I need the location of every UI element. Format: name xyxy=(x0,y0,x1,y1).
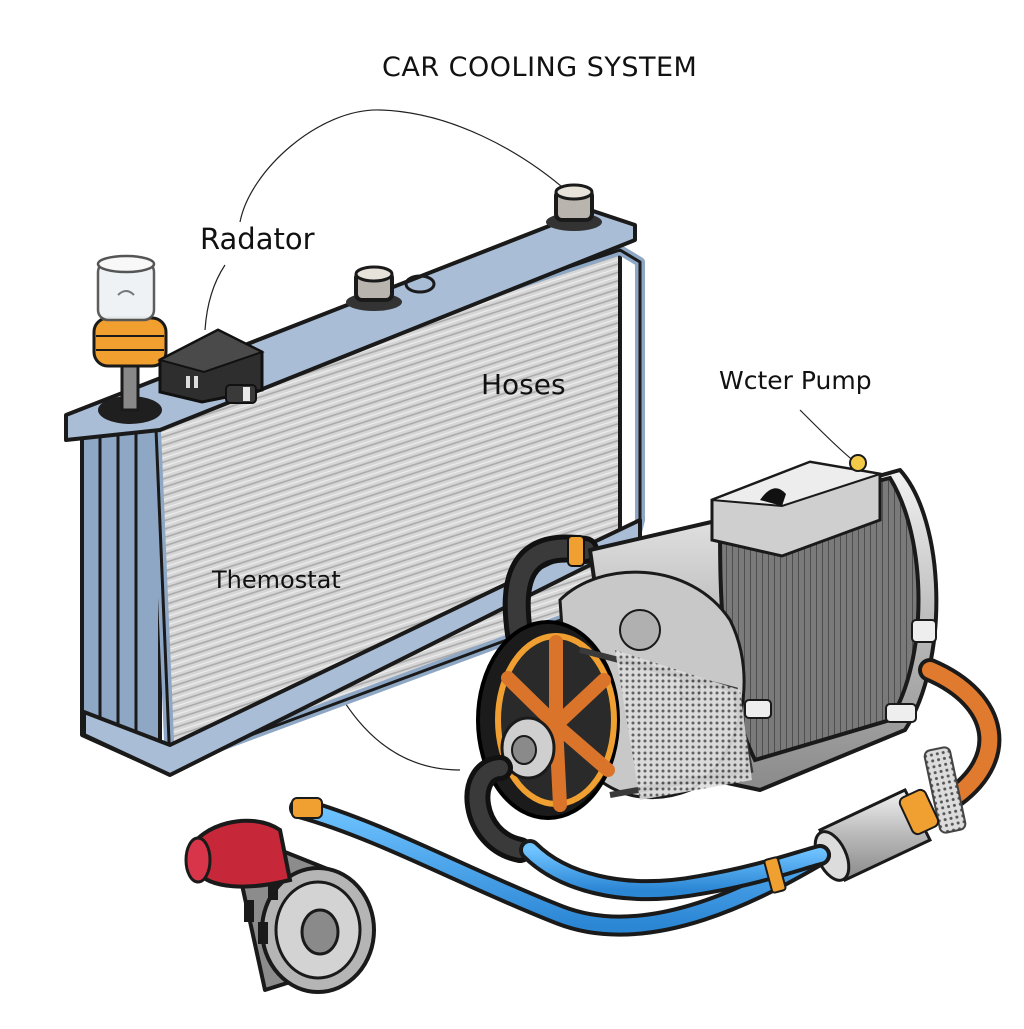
label-radiator: Radator xyxy=(200,222,315,256)
label-water-pump: Wcter Pump xyxy=(719,366,872,395)
blue-hose-clamp xyxy=(763,856,787,894)
inline-filter xyxy=(813,788,940,882)
radiator-cap-middle xyxy=(346,265,436,311)
thermostat-housing xyxy=(157,328,265,404)
label-hoses: Hoses xyxy=(481,368,566,401)
belt-guard xyxy=(615,650,752,800)
pump-pulley xyxy=(476,620,754,820)
hose-clamp xyxy=(567,535,585,567)
pump-bleed-valve xyxy=(849,454,867,472)
title-text: CAR COOLING SYSTEM xyxy=(382,52,698,83)
radiator-leader-arc xyxy=(239,109,569,223)
radiator-leader xyxy=(204,264,226,331)
lower-hose xyxy=(464,755,533,863)
label-thermostat: Themostat xyxy=(212,566,341,594)
blue-hose xyxy=(289,797,831,937)
filter-hose-fitting xyxy=(291,797,323,819)
water-pump-leader xyxy=(799,409,856,463)
hose-clip xyxy=(923,746,967,834)
oil-filter xyxy=(184,818,376,994)
upper-hose xyxy=(502,534,599,654)
coolant-reservoir xyxy=(92,254,168,424)
orange-hose xyxy=(918,658,1002,812)
radiator-cap-top xyxy=(546,183,602,231)
